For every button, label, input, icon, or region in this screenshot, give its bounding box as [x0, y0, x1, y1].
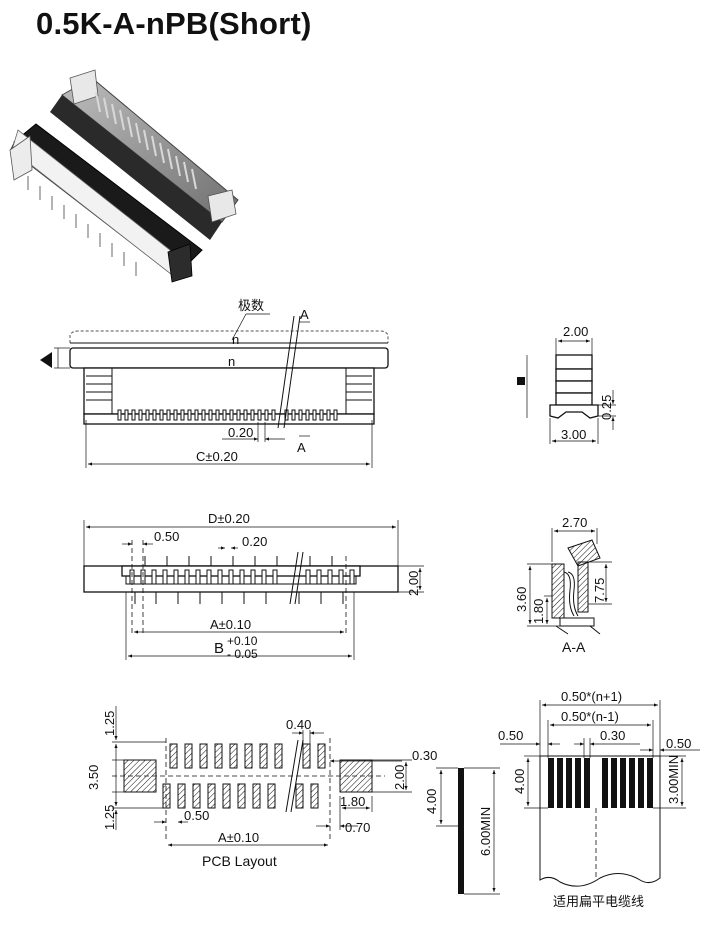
side-overall-dim: C±0.20 [196, 449, 238, 464]
top-b-minus-tol: - 0.05 [227, 647, 258, 661]
pcb-0-70-dim: 0.70 [345, 820, 370, 835]
front-connector [9, 123, 203, 283]
pcb-caption: PCB Layout [202, 853, 277, 869]
section-mark-bottom: A [297, 440, 306, 455]
pcb-1-25-top-dim: 1.25 [102, 711, 117, 736]
cable-thickness-view: 4.00 6.00MIN [424, 767, 500, 895]
pcb-layout: 1.25 3.50 1.25 0.40 0.30 2.00 1.80 0.70 … [86, 706, 437, 869]
end-height-right-dim: 0.25 [599, 395, 614, 420]
rear-connector [50, 69, 239, 240]
cable-6-00-min-dim: 6.00MIN [478, 807, 493, 856]
section-width-dim: 2.70 [562, 515, 587, 530]
pcb-pad-width-dim: 0.40 [286, 717, 311, 732]
n-upper-label: n [232, 332, 239, 347]
ffc-cable-view: 0.50*(n+1) 0.50*(n-1) 0.50 0.30 0.50 4.0… [498, 689, 700, 909]
ffc-overall-dim: 0.50*(n+1) [561, 689, 622, 704]
pcb-3-50-dim: 3.50 [86, 765, 101, 790]
ffc-conductor-dim: 0.30 [600, 728, 625, 743]
marker-square-icon [517, 377, 525, 385]
n-lower-label: n [228, 354, 235, 369]
section-total-height-dim: 3.60 [514, 587, 529, 612]
top-gap-dim: 0.20 [242, 534, 267, 549]
top-b-plus-tol: +0.10 [227, 634, 258, 648]
pole-count-label: 极数 [238, 298, 264, 313]
ffc-inner-dim: 0.50*(n-1) [561, 709, 619, 724]
page-title: 0.5K-A-nPB(Short) [36, 6, 312, 41]
pcb-a-dim: A±0.10 [218, 830, 259, 845]
side-view: 极数 n n A A 0.20 C±0.20 [40, 298, 389, 468]
section-right-dim: 7.75 [592, 578, 607, 603]
ffc-left-margin-dim: 0.50 [498, 728, 523, 743]
pcb-pitch-dim: 0.50 [184, 808, 209, 823]
top-height-dim: 2.00 [406, 571, 421, 596]
ffc-caption: 适用扁平电缆线 [553, 894, 644, 909]
pcb-1-25-bottom-dim: 1.25 [102, 805, 117, 830]
top-pitch-dim: 0.50 [154, 529, 179, 544]
section-mark-top: A [300, 307, 309, 322]
section-inner-height-dim: 1.80 [531, 599, 546, 624]
top-view: D±0.20 0.50 0.20 2.00 A±0.10 B +0.10 - 0… [83, 511, 424, 661]
end-view: 2.00 0.25 3.00 [517, 324, 616, 444]
pcb-0-30-dim: 0.30 [412, 748, 437, 763]
pcb-1-80-dim: 1.80 [340, 794, 365, 809]
section-view: 2.70 3.60 1.80 7.75 A-A [514, 515, 612, 655]
end-width-bottom-dim: 3.00 [561, 427, 586, 442]
side-pitch-dim: 0.20 [228, 425, 253, 440]
top-a-dim: A±0.10 [210, 617, 251, 632]
product-photo [9, 69, 239, 283]
top-overall-dim: D±0.20 [208, 511, 250, 526]
cable-4-00-dim: 4.00 [424, 789, 439, 814]
top-b-dim: B [214, 640, 224, 657]
ffc-right-margin-dim: 0.50 [666, 736, 691, 751]
end-width-top-dim: 2.00 [563, 324, 588, 339]
pcb-2-00-dim: 2.00 [392, 765, 407, 790]
ffc-4-00-dim: 4.00 [512, 769, 527, 794]
section-caption: A-A [562, 639, 586, 655]
ffc-3-00-min-dim: 3.00MIN [666, 755, 681, 804]
